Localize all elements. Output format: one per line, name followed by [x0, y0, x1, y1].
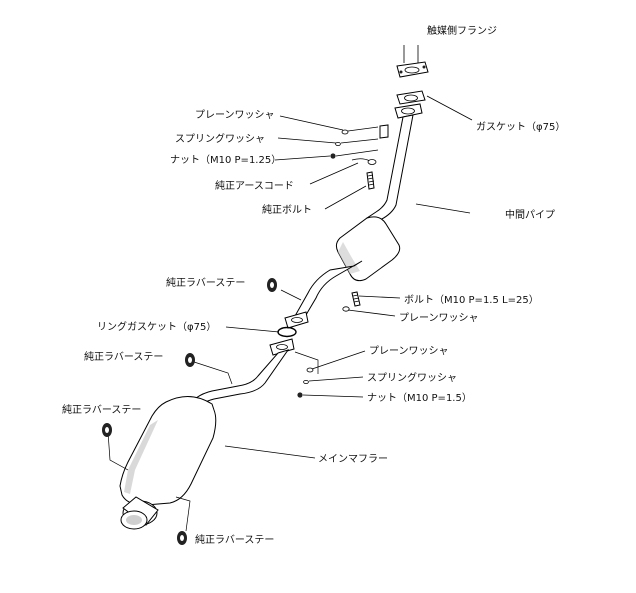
mid-bolt — [342, 291, 361, 312]
label-plain-washer-1: プレーンワッシャ — [195, 109, 275, 121]
label-spring-washer-3: スプリングワッシャ — [367, 371, 457, 384]
label-ground-cord: 純正アースコード — [215, 179, 294, 192]
catalyst-flange — [396, 45, 429, 78]
center-pipe-flange — [394, 103, 423, 119]
label-genuine-bolt: 純正ボルト — [262, 203, 312, 216]
upper-hardware — [330, 124, 389, 190]
label-rubber-stay-2: 純正ラバーステー — [84, 350, 163, 363]
label-nut-3: ナット（M10 P=1.5） — [367, 392, 472, 404]
rubber-stay-2 — [185, 353, 195, 367]
label-rubber-stay-1: 純正ラバーステー — [166, 276, 245, 289]
labels: 触媒側フランジ ガスケット（φ75） プレーンワッシャ スプリングワッシャ ナッ… — [62, 24, 565, 546]
label-plain-washer-2: プレーンワッシャ — [399, 312, 479, 324]
label-ring-gasket: リングガスケット（φ75） — [97, 320, 216, 333]
label-gasket-top: ガスケット（φ75） — [476, 121, 565, 133]
main-muffler-assembly — [107, 338, 295, 532]
label-nut-1: ナット（M10 P=1.25） — [170, 154, 281, 166]
label-bolt-2: ボルト（M10 P=1.5 L=25） — [404, 294, 539, 306]
lower-hardware — [294, 351, 319, 398]
center-pipe — [280, 114, 414, 329]
leader-lines — [224, 95, 473, 459]
label-main-muffler: メインマフラー — [318, 453, 388, 465]
label-rubber-stay-3: 純正ラバーステー — [62, 403, 141, 416]
label-spring-washer-1: スプリングワッシャ — [175, 132, 265, 145]
gasket-top — [396, 90, 426, 105]
ring-gasket — [277, 326, 297, 338]
rubber-stay-3 — [102, 423, 112, 437]
label-catalyst-flange: 触媒側フランジ — [427, 24, 497, 37]
label-plain-washer-3: プレーンワッシャ — [369, 345, 449, 357]
label-rubber-stay-4: 純正ラバーステー — [195, 533, 274, 546]
label-center-pipe: 中間パイプ — [505, 208, 555, 221]
rubber-stay-4 — [177, 531, 187, 545]
rubber-stay-1 — [267, 278, 277, 292]
